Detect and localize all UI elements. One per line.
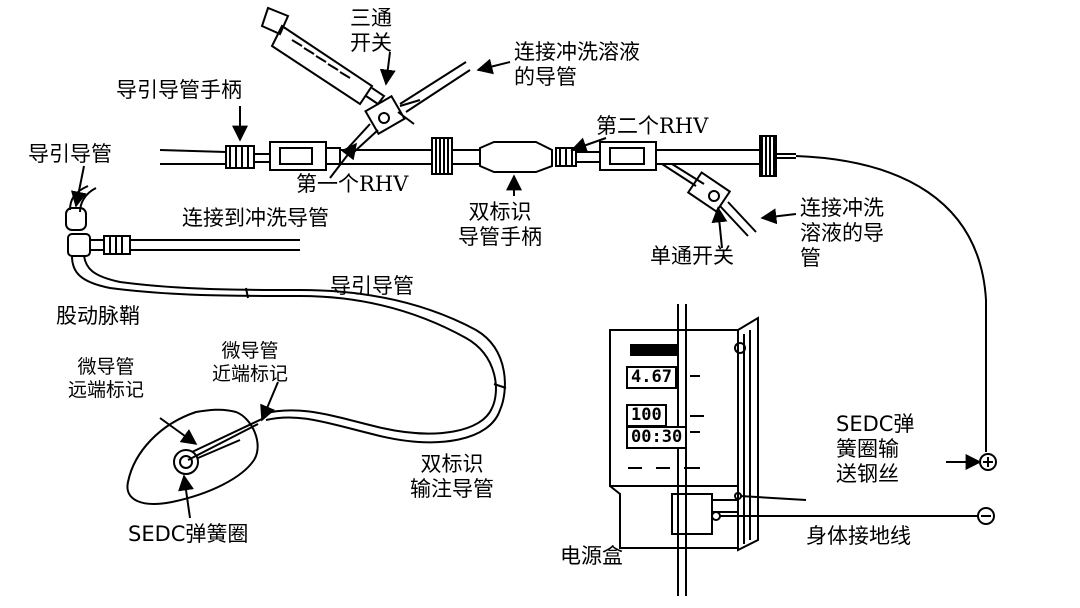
micro-proximal-label: 微导管近端标记 — [212, 340, 289, 385]
flush-line-right-label: 连接冲洗溶液的导管 — [800, 196, 884, 270]
delivery-wire — [795, 155, 987, 452]
guide-catheter-handle-label: 导引导管手柄 — [116, 78, 242, 102]
arrow-icon — [329, 142, 357, 179]
sedc-coil-label: SEDC弹簧圈 — [128, 522, 249, 546]
connect-flush-catheter-label: 连接到冲洗导管 — [182, 206, 329, 230]
single-stopcock-label: 单通开关 — [650, 244, 734, 268]
power-box-unit — [609, 316, 759, 552]
guide-catheter-left-label: 导引导管 — [28, 142, 112, 166]
arrow-icon — [70, 165, 87, 208]
plus-terminal-icon — [979, 453, 997, 471]
second-rhv — [599, 135, 796, 177]
arrow-icon — [476, 58, 511, 75]
micro-distal-label: 微导管远端标记 — [68, 356, 145, 401]
first-rhv-label: 第一个RHV — [296, 172, 409, 196]
arrow-icon — [711, 206, 728, 249]
minus-terminal-icon — [977, 507, 995, 525]
second-rhv-label: 第二个RHV — [596, 114, 709, 138]
plus-lead — [739, 495, 807, 501]
infusion-catheter — [261, 289, 507, 444]
power-box-logo — [630, 344, 678, 356]
first-rhv — [340, 137, 453, 175]
arrow-icon — [760, 208, 797, 225]
power-box-display-1: 4.67 — [626, 366, 677, 389]
arrow-icon — [570, 137, 607, 153]
femoral-sheath-label: 股动脉鞘 — [56, 304, 140, 328]
power-box-display-3: 00:30 — [626, 426, 688, 449]
dual-marker-infusion-label: 双标识输注导管 — [410, 452, 494, 501]
single-stopcock — [661, 163, 757, 237]
sedc-wire-label: SEDC弹簧圈输送钢丝 — [836, 412, 915, 486]
guide-catheter-mid-label: 导引导管 — [330, 274, 414, 298]
syringe — [260, 6, 386, 106]
dual-marker-handle-label: 双标识导管手柄 — [458, 200, 542, 249]
arrow-icon — [260, 381, 279, 422]
arrow-icon — [159, 417, 198, 445]
guide-catheter-left — [159, 141, 341, 171]
femoral-sheath — [65, 185, 301, 299]
dual-marker-handle — [452, 141, 600, 173]
body-ground-label: 身体接地线 — [806, 524, 911, 548]
power-box-display-2: 100 — [626, 404, 667, 427]
flush-line-top-label: 连接冲洗溶液的导管 — [514, 40, 640, 89]
micro-catheter-tip — [126, 408, 265, 505]
three-way-stopcock-label: 三通开关 — [350, 6, 392, 55]
power-box-label: 电源盒 — [560, 544, 623, 568]
iv-pole — [677, 304, 687, 596]
arrow-icon — [379, 51, 396, 86]
arrow-icon — [178, 474, 194, 519]
